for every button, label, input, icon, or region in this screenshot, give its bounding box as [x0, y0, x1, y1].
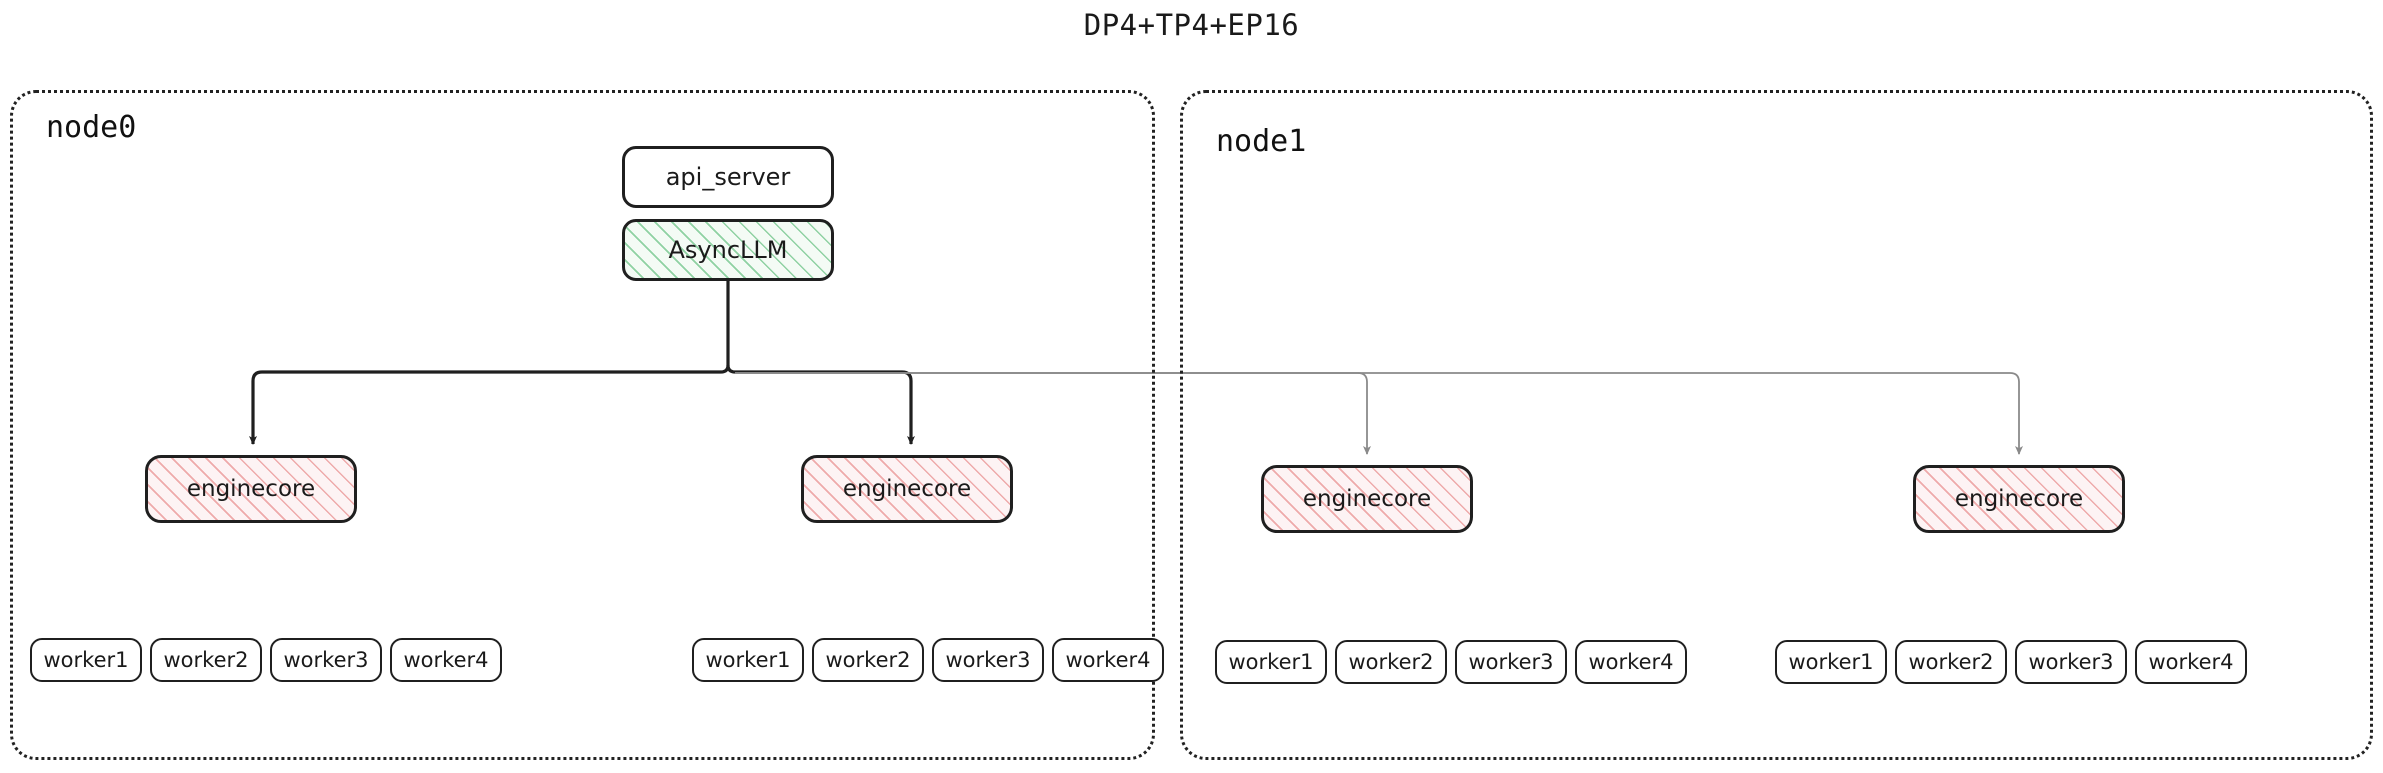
worker-box[interactable]: worker1: [1775, 640, 1887, 684]
node-label-node1: node1: [1216, 124, 1307, 159]
worker-box[interactable]: worker3: [1455, 640, 1567, 684]
node-label-node0: node0: [46, 110, 137, 145]
api-server-box[interactable]: api_server: [622, 146, 834, 208]
enginecore-box-node1-1[interactable]: enginecore: [1913, 465, 2125, 533]
worker-box[interactable]: worker2: [1895, 640, 2007, 684]
worker-box[interactable]: worker3: [932, 638, 1044, 682]
enginecore-box-node0-0[interactable]: enginecore: [145, 455, 357, 523]
node-group-node0: [10, 90, 1155, 760]
async-llm-box[interactable]: AsyncLLM: [622, 219, 834, 281]
worker-box[interactable]: worker1: [692, 638, 804, 682]
enginecore-box-node0-1[interactable]: enginecore: [801, 455, 1013, 523]
worker-box[interactable]: worker1: [30, 638, 142, 682]
worker-box[interactable]: worker3: [270, 638, 382, 682]
worker-box[interactable]: worker1: [1215, 640, 1327, 684]
worker-box[interactable]: worker2: [1335, 640, 1447, 684]
worker-box[interactable]: worker4: [1052, 638, 1164, 682]
worker-box[interactable]: worker4: [390, 638, 502, 682]
node-group-node1: [1180, 90, 2373, 760]
worker-box[interactable]: worker3: [2015, 640, 2127, 684]
enginecore-box-node1-0[interactable]: enginecore: [1261, 465, 1473, 533]
worker-box[interactable]: worker4: [2135, 640, 2247, 684]
worker-box[interactable]: worker2: [150, 638, 262, 682]
worker-box[interactable]: worker2: [812, 638, 924, 682]
worker-box[interactable]: worker4: [1575, 640, 1687, 684]
diagram-title: DP4+TP4+EP16: [1083, 8, 1300, 42]
